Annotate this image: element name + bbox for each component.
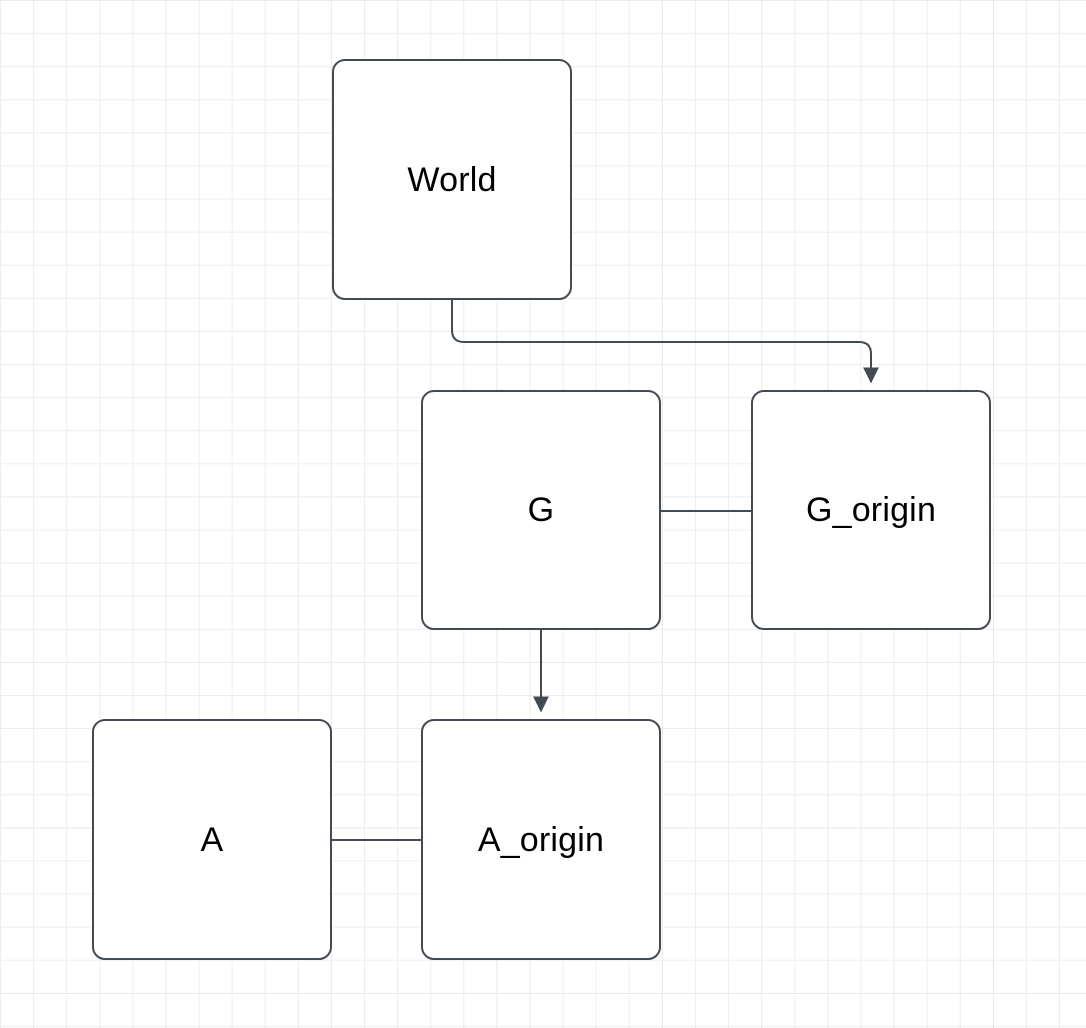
node-a[interactable]: A	[92, 719, 332, 960]
node-label-g: G	[527, 491, 555, 529]
node-g[interactable]: G	[421, 390, 661, 630]
node-label-g-origin: G_origin	[805, 491, 937, 529]
node-world[interactable]: World	[332, 59, 572, 300]
node-label-world: World	[407, 160, 497, 199]
edge-world-to-g-origin[interactable]	[451, 300, 879, 384]
node-label-a-origin: A_origin	[477, 820, 605, 859]
node-label-a: A	[200, 820, 224, 859]
edge-path	[451, 300, 879, 384]
node-g-origin[interactable]: G_origin	[751, 390, 991, 630]
node-a-origin[interactable]: A_origin	[421, 719, 661, 960]
